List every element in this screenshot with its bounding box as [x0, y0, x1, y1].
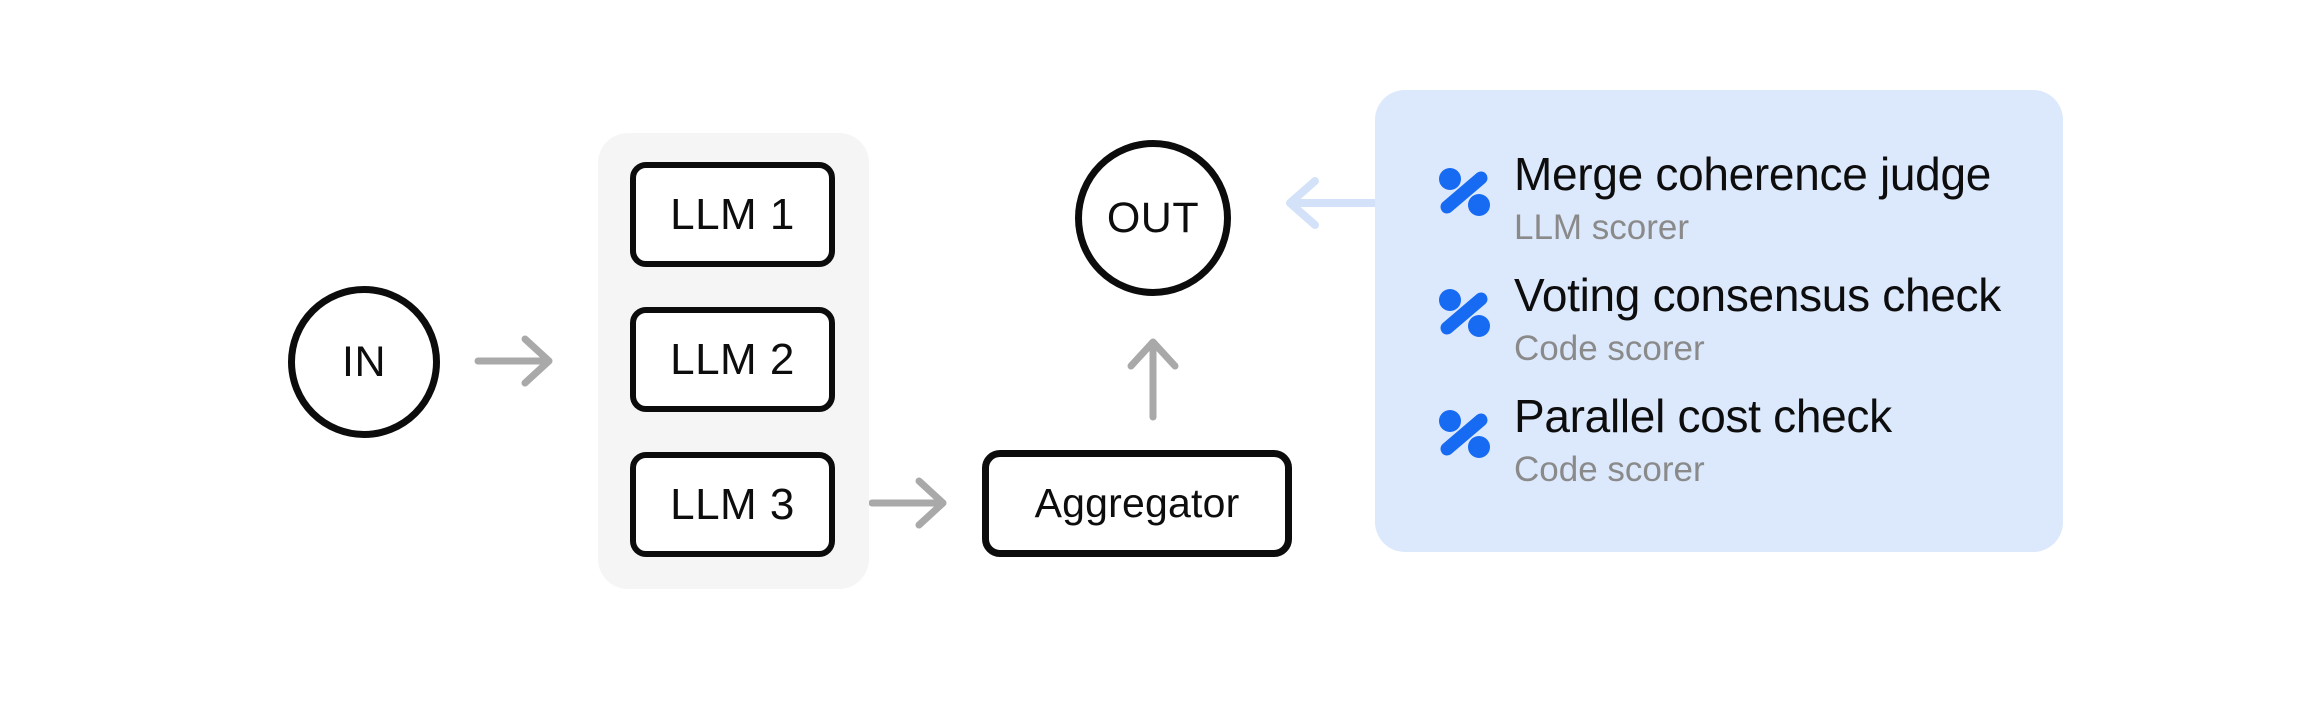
scorer-type: LLM scorer — [1514, 208, 1690, 247]
scorer-text: Merge coherence judge LLM scorer — [1514, 148, 1991, 249]
arrow-input-to-llms — [474, 335, 553, 387]
scorer-item: Voting consensus check Code scorer — [1438, 269, 2023, 370]
aggregator-node-label: Aggregator — [1034, 480, 1240, 526]
arrow-scorers-to-output — [1286, 177, 1378, 229]
scorer-text: Parallel cost check Code scorer — [1514, 390, 1892, 491]
percent-icon — [1439, 168, 1490, 216]
scorer-panel: Merge coherence judge LLM scorer Voting … — [1375, 90, 2063, 552]
scorer-name: Merge coherence judge — [1514, 148, 1992, 200]
scorer-name: Voting consensus check — [1514, 269, 2001, 321]
aggregator-node: Aggregator — [982, 450, 1292, 557]
llm-node-1: LLM 1 — [630, 162, 835, 267]
percent-icon — [1439, 410, 1490, 458]
scorer-item: Parallel cost check Code scorer — [1438, 390, 2023, 491]
scorer-name: Parallel cost check — [1514, 390, 1892, 442]
llm-node-2: LLM 2 — [630, 307, 835, 412]
output-node: OUT — [1075, 140, 1231, 296]
scorer-type: Code scorer — [1514, 329, 1705, 368]
input-node: IN — [288, 286, 440, 438]
llm-parallel-group: LLM 1 LLM 2 LLM 3 — [598, 133, 869, 589]
scorer-type: Code scorer — [1514, 450, 1705, 489]
percent-icon — [1439, 289, 1490, 337]
llm-node-3: LLM 3 — [630, 452, 835, 557]
scorer-item: Merge coherence judge LLM scorer — [1438, 148, 2023, 249]
llm-node-2-label: LLM 2 — [670, 334, 795, 384]
output-node-label: OUT — [1106, 193, 1200, 242]
llm-node-3-label: LLM 3 — [670, 479, 795, 529]
arrow-aggregator-to-output — [1127, 338, 1179, 421]
arrow-llm3-to-aggregator — [868, 477, 947, 529]
llm-node-1-label: LLM 1 — [670, 189, 795, 239]
scorer-text: Voting consensus check Code scorer — [1514, 269, 2001, 370]
input-node-label: IN — [342, 337, 386, 386]
